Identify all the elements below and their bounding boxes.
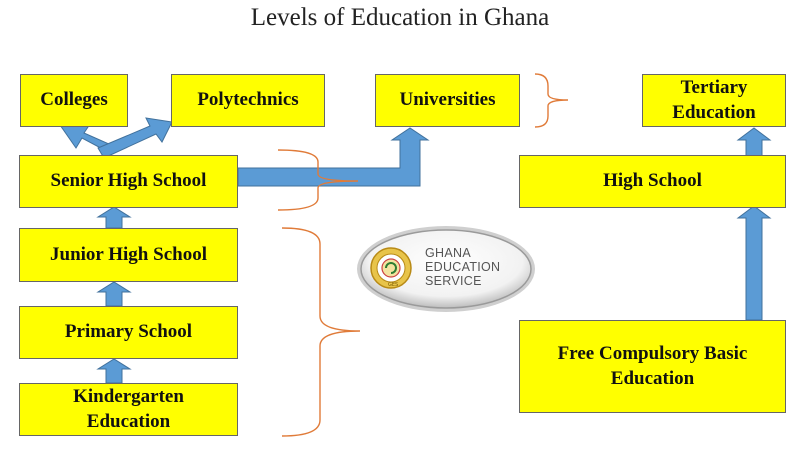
arrow-kindergarten-to-primary: [96, 358, 132, 384]
box-senior-high-school: Senior High School: [19, 155, 238, 208]
box-high-school: High School: [519, 155, 786, 208]
logo-text-line1: GHANA: [425, 246, 471, 260]
logo-text-line3: SERVICE: [425, 274, 482, 288]
box-tertiary-label-line1: Tertiary: [680, 76, 748, 98]
logo-text: GHANA EDUCATION SERVICE: [425, 246, 500, 288]
arrow-junior-to-senior: [96, 206, 132, 229]
diagram-title: Levels of Education in Ghana: [250, 4, 550, 31]
box-free-basic-label-line1: Free Compulsory Basic: [557, 342, 748, 364]
box-junior-high-school: Junior High School: [19, 228, 238, 282]
box-tertiary-label-line2: Education: [672, 101, 756, 123]
arrow-senior-to-polytechnics: [97, 117, 173, 159]
box-kindergarten-label-line1: Kindergarten: [73, 385, 184, 407]
box-universities: Universities: [375, 74, 520, 127]
box-junior-high-label: Junior High School: [50, 243, 207, 265]
logo-badge-shape: GES: [357, 226, 535, 312]
box-free-compulsory-basic-education: Free Compulsory Basic Education: [519, 320, 786, 413]
box-kindergarten-education: Kindergarten Education: [19, 383, 238, 436]
box-senior-high-label: Senior High School: [50, 170, 207, 192]
brace-universities: [534, 73, 569, 128]
box-polytechnics: Polytechnics: [171, 74, 325, 127]
box-tertiary-education: Tertiary Education: [642, 74, 786, 127]
arrow-senior-to-universities: [237, 127, 430, 187]
logo-text-line2: EDUCATION: [425, 260, 501, 274]
brace-senior-high: [277, 149, 359, 211]
box-colleges: Colleges: [20, 74, 128, 127]
box-colleges-label: Colleges: [40, 89, 108, 111]
arrow-freebasic-to-highschool: [736, 205, 772, 321]
arrow-primary-to-junior: [96, 281, 132, 307]
box-kindergarten-label-line2: Education: [86, 410, 171, 432]
box-primary-label: Primary School: [64, 321, 193, 343]
arrow-highschool-to-tertiary: [736, 127, 772, 157]
logo-seal-text: GES: [388, 282, 398, 288]
ghana-education-service-logo: GES GHANA EDUCATION SERVICE: [355, 224, 537, 314]
box-high-school-label: High School: [603, 170, 702, 192]
box-polytechnics-label: Polytechnics: [197, 89, 299, 111]
box-universities-label: Universities: [399, 89, 496, 111]
box-primary-school: Primary School: [19, 306, 238, 359]
ges-seal-icon: GES: [370, 247, 412, 289]
brace-basic-education: [281, 227, 361, 437]
box-free-basic-label-line2: Education: [610, 367, 695, 389]
